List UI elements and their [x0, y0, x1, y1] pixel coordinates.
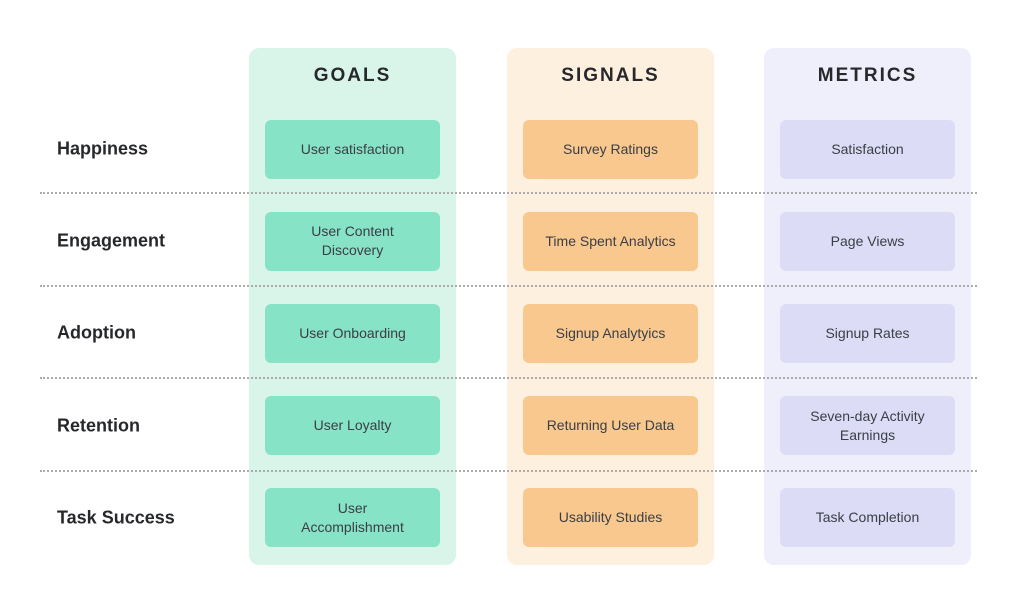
card-adoption-goal: User Onboarding: [265, 303, 440, 363]
card-engagement-metric: Page Views: [780, 211, 955, 271]
card-engagement-signal: Time Spent Analytics: [523, 211, 698, 271]
column-header-signals: SIGNALS: [561, 65, 660, 86]
card-retention-signal: Returning User Data: [523, 396, 698, 456]
cell-happiness-metric: Satisfaction: [764, 103, 971, 195]
cell-task-success-metric: Task Completion: [764, 472, 971, 564]
cell-engagement-goal: User Content Discovery: [249, 195, 456, 287]
card-task-success-goal: User Accomplishment: [265, 488, 440, 548]
row-separator: [40, 470, 977, 472]
card-happiness-goal: User satisfaction: [265, 119, 440, 179]
cell-engagement-metric: Page Views: [764, 195, 971, 287]
row-happiness: Happiness User satisfaction Survey Ratin…: [0, 103, 1024, 195]
row-engagement: Engagement User Content Discovery Time S…: [0, 195, 1024, 287]
cell-retention-signal: Returning User Data: [507, 380, 714, 472]
card-engagement-goal: User Content Discovery: [265, 211, 440, 271]
card-task-success-signal: Usability Studies: [523, 488, 698, 548]
row-label-engagement: Engagement: [57, 230, 166, 251]
cell-happiness-signal: Survey Ratings: [507, 103, 714, 195]
row-label-task-success: Task Success: [57, 507, 175, 528]
row-separator: [40, 377, 977, 379]
row-separator: [40, 192, 977, 194]
column-header-goals: GOALS: [313, 65, 392, 86]
cell-task-success-signal: Usability Studies: [507, 472, 714, 564]
row-adoption: Adoption User Onboarding Signup Analytyi…: [0, 287, 1024, 379]
cell-adoption-signal: Signup Analytyics: [507, 287, 714, 379]
card-adoption-signal: Signup Analytyics: [523, 303, 698, 363]
cell-task-success-goal: User Accomplishment: [249, 472, 456, 564]
cell-happiness-goal: User satisfaction: [249, 103, 456, 195]
card-retention-metric: Seven-day Activity Earnings: [780, 396, 955, 456]
cell-retention-goal: User Loyalty: [249, 380, 456, 472]
card-happiness-metric: Satisfaction: [780, 119, 955, 179]
cell-adoption-goal: User Onboarding: [249, 287, 456, 379]
cell-engagement-signal: Time Spent Analytics: [507, 195, 714, 287]
card-adoption-metric: Signup Rates: [780, 303, 955, 363]
row-retention: Retention User Loyalty Returning User Da…: [0, 380, 1024, 472]
card-task-success-metric: Task Completion: [780, 488, 955, 548]
column-header-metrics: METRICS: [817, 65, 918, 86]
row-separator: [40, 285, 977, 287]
cell-retention-metric: Seven-day Activity Earnings: [764, 380, 971, 472]
card-happiness-signal: Survey Ratings: [523, 119, 698, 179]
row-label-happiness: Happiness: [57, 138, 149, 159]
cell-adoption-metric: Signup Rates: [764, 287, 971, 379]
row-label-retention: Retention: [57, 415, 140, 436]
matrix-rows: Happiness User satisfaction Survey Ratin…: [0, 103, 1024, 564]
card-retention-goal: User Loyalty: [265, 396, 440, 456]
row-label-adoption: Adoption: [57, 322, 136, 343]
row-task-success: Task Success User Accomplishment Usabili…: [0, 472, 1024, 564]
